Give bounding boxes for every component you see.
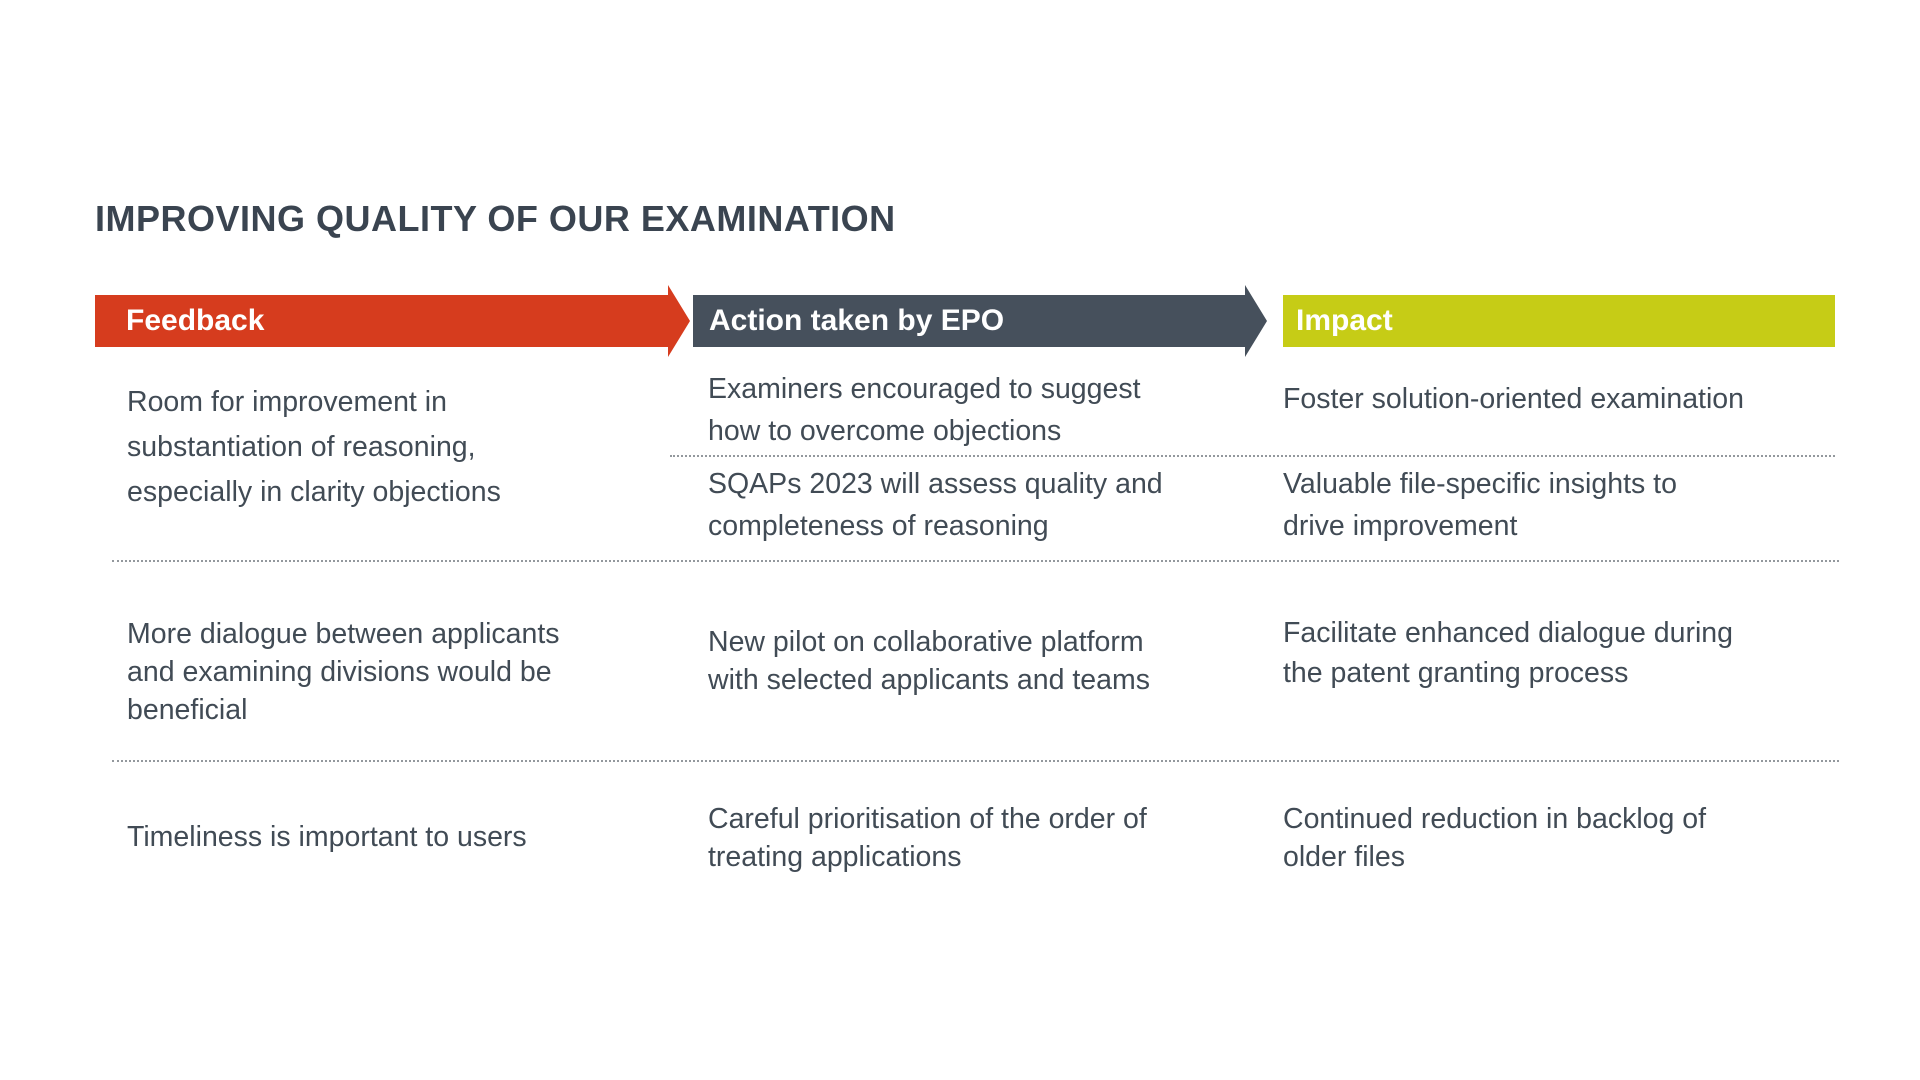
column-header-impact-label: Impact [1296,304,1393,337]
feedback-cell: More dialogue between applicants and exa… [127,618,560,726]
dotted-divider [112,760,1839,762]
arrow-head-icon [668,285,690,357]
feedback-cell: Timeliness is important to users [127,821,527,853]
page-title: IMPROVING QUALITY OF OUR EXAMINATION [95,198,896,239]
column-header-action-label: Action taken by EPO [709,304,1005,337]
action-cell: Examiners encouraged to suggest how to o… [708,373,1141,447]
feedback-cell: Room for improvement in substantiation o… [127,386,501,508]
action-cell: Careful prioritisation of the order of t… [708,803,1147,873]
impact-cell: Facilitate enhanced dialogue during the … [1283,617,1733,689]
column-header-feedback: Feedback [95,285,690,357]
column-header-impact: Impact [1283,295,1835,347]
dotted-divider [112,560,1839,562]
impact-cell: Continued reduction in backlog of older … [1283,803,1707,873]
arrow-head-icon [1245,285,1267,357]
action-cell: New pilot on collaborative platform with… [708,626,1151,696]
impact-cell: Valuable file-specific insights to drive… [1283,468,1677,542]
impact-cell: Foster solution-oriented examination [1283,383,1744,415]
action-cell: SQAPs 2023 will assess quality and compl… [708,468,1163,542]
column-header-action: Action taken by EPO [693,285,1267,357]
dotted-divider [670,455,1835,457]
column-header-feedback-label: Feedback [126,304,265,337]
